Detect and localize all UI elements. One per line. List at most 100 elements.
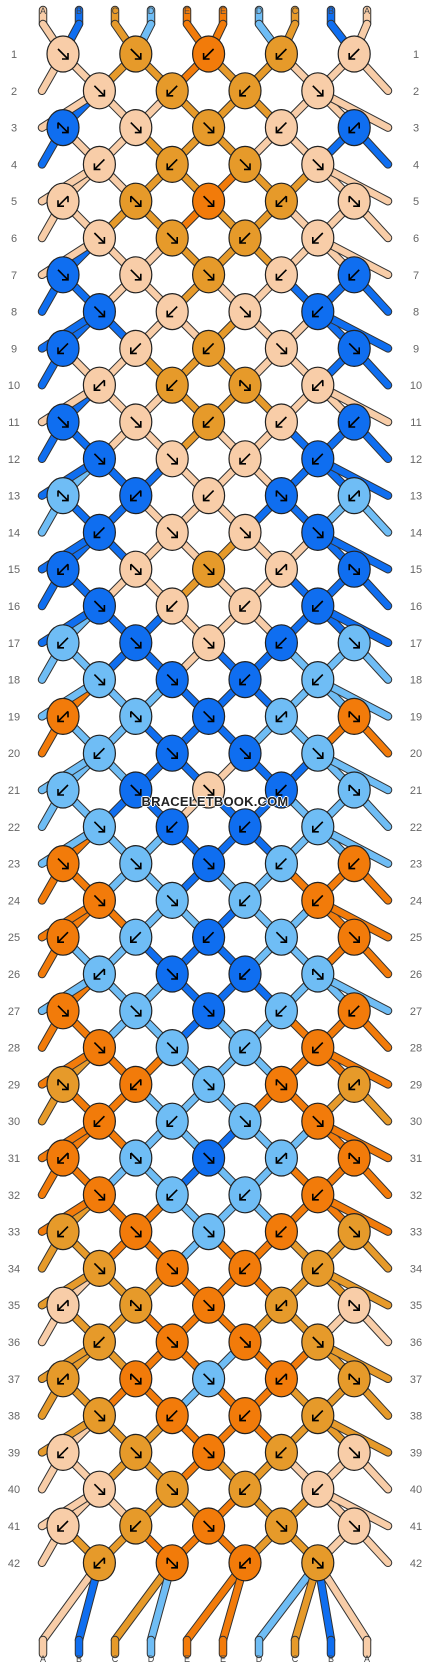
arrow-down-left-icon <box>239 674 251 686</box>
knot <box>337 1507 371 1545</box>
knot <box>46 35 80 73</box>
arrow-down-right-icon <box>130 1152 142 1164</box>
knot <box>228 734 262 772</box>
row-number-left: 20 <box>8 748 20 760</box>
arrow-down-left-icon <box>312 453 324 465</box>
arrow-down-right-icon <box>93 1189 106 1201</box>
knot <box>46 697 80 736</box>
arrow-down-left-icon <box>312 1262 324 1275</box>
knot <box>82 1028 117 1067</box>
bottom-strand-label: D <box>256 1654 263 1664</box>
arrow-down-left-icon <box>312 1483 324 1495</box>
row-number-left: 21 <box>8 785 20 797</box>
knot <box>119 108 153 147</box>
arrow-down-left-icon <box>166 821 178 833</box>
row-number-right: 15 <box>410 564 422 576</box>
arrow-down-right-icon <box>203 637 215 649</box>
knot <box>155 808 189 846</box>
row-number-right: 14 <box>410 527 422 539</box>
arrow-down-right-icon <box>57 1078 69 1091</box>
arrow-down-right-icon <box>275 1520 288 1532</box>
arrow-down-left-icon <box>93 1557 106 1569</box>
knot <box>82 1249 117 1288</box>
row-number-right: 34 <box>410 1263 422 1275</box>
arrow-down-right-icon <box>239 1115 251 1127</box>
knot <box>192 108 226 147</box>
arrow-down-left-icon <box>93 158 105 171</box>
knot <box>82 587 117 625</box>
knot <box>301 881 335 920</box>
row-number-left: 2 <box>11 86 17 98</box>
arrow-down-right-icon <box>203 563 215 575</box>
row-number-left: 11 <box>8 417 19 429</box>
knot <box>192 35 226 73</box>
knot <box>119 1286 153 1324</box>
arrow-down-right-icon <box>166 232 178 244</box>
arrow-down-right-icon <box>130 784 142 796</box>
arrow-down-left-icon <box>312 674 324 686</box>
knot <box>155 1028 189 1067</box>
row-number-left: 4 <box>11 159 17 171</box>
arrow-down-right-icon <box>348 784 360 796</box>
arrow-down-left-icon <box>130 490 142 502</box>
row-number-right: 30 <box>410 1116 422 1128</box>
arrow-down-left-icon <box>57 195 69 207</box>
knot <box>192 1139 226 1177</box>
knot <box>264 1360 298 1398</box>
knot <box>264 771 298 809</box>
arrow-down-left-icon <box>202 931 215 943</box>
arrow-down-left-icon <box>239 1189 251 1201</box>
top-strand-label: E <box>220 6 226 16</box>
arrow-down-right-icon <box>130 1005 142 1017</box>
arrow-down-right-icon <box>130 858 142 870</box>
knot <box>46 182 80 220</box>
knot <box>82 808 117 846</box>
knot <box>119 1065 153 1104</box>
arrow-down-left-icon <box>57 1299 69 1311</box>
row-number-left: 22 <box>8 822 20 834</box>
arrow-down-left-icon <box>275 48 287 60</box>
knot <box>337 1433 371 1472</box>
knot <box>119 477 153 515</box>
knot <box>46 1360 80 1398</box>
arrow-down-right-icon <box>348 1299 360 1311</box>
knot <box>228 1028 262 1067</box>
arrow-down-right-icon <box>312 1336 324 1348</box>
row-number-left: 14 <box>8 527 20 539</box>
knot <box>228 808 262 846</box>
arrow-down-right-icon <box>130 1446 142 1459</box>
arrow-down-right-icon <box>239 158 251 171</box>
knot <box>301 1102 335 1140</box>
row-number-right: 6 <box>413 233 419 245</box>
arrow-down-left-icon <box>275 637 287 649</box>
row-number-left: 33 <box>8 1227 20 1239</box>
arrow-down-right-icon <box>312 526 324 539</box>
knot <box>264 1286 298 1324</box>
row-number-left: 23 <box>8 859 20 871</box>
row-number-right: 42 <box>410 1558 422 1570</box>
arrow-down-left-icon <box>93 1336 105 1348</box>
arrow-down-left-icon <box>166 158 178 171</box>
knot <box>228 1544 262 1582</box>
knot <box>119 1139 153 1177</box>
row-number-left: 5 <box>11 196 17 208</box>
knot <box>337 550 371 588</box>
arrow-down-right-icon <box>348 1520 360 1532</box>
row-number-right: 8 <box>413 307 419 319</box>
knot <box>82 1323 117 1361</box>
knot <box>119 1433 153 1472</box>
arrow-down-right-icon <box>275 1078 288 1091</box>
knot <box>82 366 117 404</box>
arrow-down-right-icon <box>203 1520 215 1532</box>
row-number-left: 28 <box>8 1043 20 1055</box>
arrow-down-right-icon <box>348 342 360 355</box>
knot <box>155 734 189 772</box>
arrow-down-left-icon <box>93 526 105 539</box>
arrow-down-right-icon <box>166 1557 178 1569</box>
knots-layer <box>46 35 371 1582</box>
arrow-down-right-icon <box>57 1005 69 1017</box>
knot <box>337 1286 371 1324</box>
knot <box>155 955 189 993</box>
